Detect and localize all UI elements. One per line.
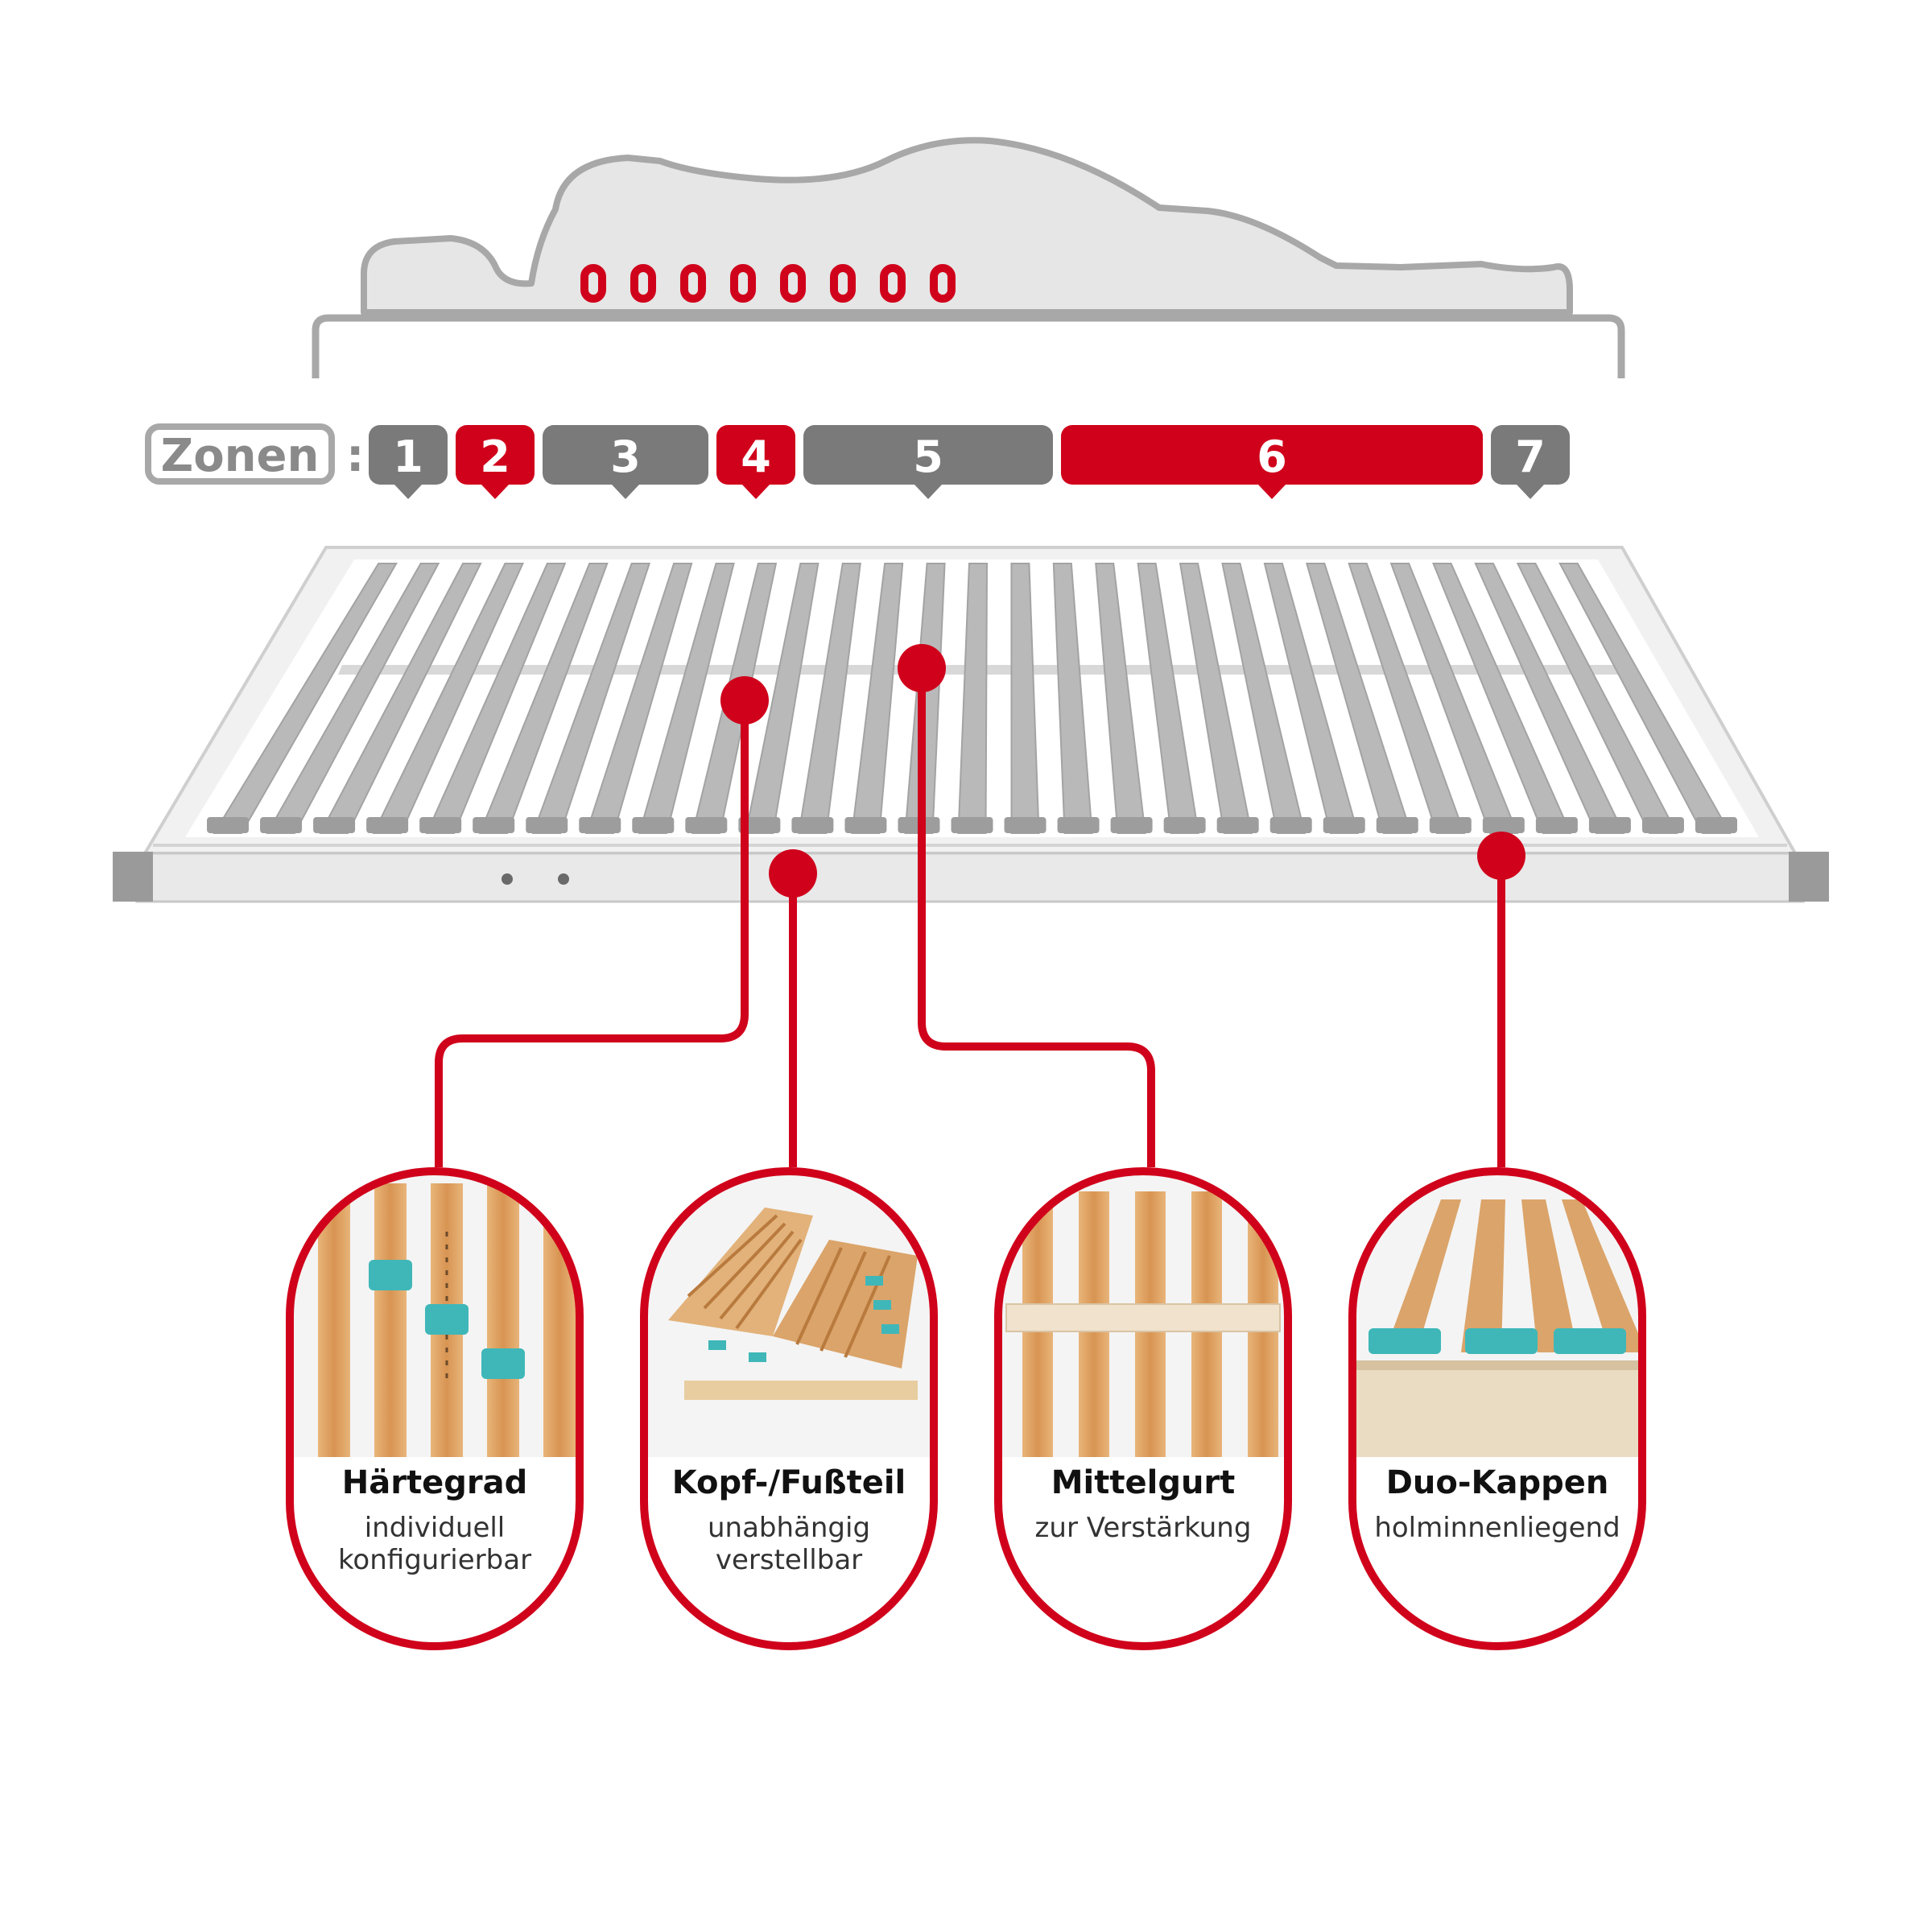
slat-cap — [366, 817, 409, 833]
feature-title: Härtegrad — [341, 1464, 528, 1501]
svg-text:3: 3 — [610, 431, 641, 482]
zone-6: 6 — [1061, 425, 1483, 499]
slat-cap — [1482, 817, 1525, 833]
mattress-outline — [312, 314, 1625, 378]
feature-title: Duo-Kappen — [1385, 1464, 1609, 1501]
zones-legend: Zonen : 1 2 3 4 5 6 — [145, 423, 1570, 499]
feature-title: Mittelgurt — [1051, 1464, 1236, 1501]
slat-cap — [791, 817, 834, 833]
slat-cap — [313, 817, 356, 833]
slat-cap — [1429, 817, 1472, 833]
slat-cap — [1057, 817, 1100, 833]
slat-cap — [1641, 817, 1684, 833]
svg-text:5: 5 — [913, 431, 943, 482]
zonen-label: Zonen — [161, 430, 320, 482]
slat-cap — [526, 817, 568, 833]
slat-cap — [1535, 817, 1578, 833]
zone-3: 3 — [543, 425, 708, 499]
slat-cap — [1110, 817, 1153, 833]
zone-4: 4 — [716, 425, 795, 499]
feature-text-duo-kappen: Duo-Kappen holminnenliegend — [1360, 1463, 1634, 1544]
zonen-separator: : — [346, 430, 364, 482]
slat-cap — [632, 817, 675, 833]
zone-5: 5 — [803, 425, 1053, 499]
feature-text-mittelgurt: Mittelgurt zur Verstärkung — [1006, 1463, 1280, 1544]
svg-text:1: 1 — [393, 431, 423, 482]
pressure-points — [580, 264, 956, 303]
slat-cap — [260, 817, 303, 833]
callout-dots — [720, 644, 1525, 898]
slat-cap — [844, 817, 887, 833]
svg-text:6: 6 — [1257, 431, 1287, 482]
feature-mittelgurt — [994, 1167, 1292, 1650]
slat-cap — [473, 817, 515, 833]
slat-cap — [579, 817, 621, 833]
slat-cap — [1216, 817, 1259, 833]
slats — [207, 563, 1737, 834]
slat-cap — [1004, 817, 1046, 833]
slat-cap — [738, 817, 781, 833]
slat-cap — [685, 817, 728, 833]
feature-duo-kappen — [1348, 1167, 1646, 1650]
body-silhouette — [361, 137, 1573, 316]
zone-1: 1 — [369, 425, 448, 499]
feature-subtitle: holminnenliegend — [1374, 1512, 1620, 1544]
feature-subtitle: zur Verstärkung — [1034, 1512, 1252, 1544]
slat-cap — [1695, 817, 1737, 833]
callout-lines — [435, 668, 1505, 1167]
slat-cap — [1323, 817, 1365, 833]
svg-text:2: 2 — [480, 431, 510, 482]
zone-2: 2 — [456, 425, 535, 499]
svg-text:7: 7 — [1515, 431, 1546, 482]
slat-cap — [1588, 817, 1631, 833]
slat-cap — [1163, 817, 1206, 833]
slatted-frame — [113, 546, 1829, 903]
feature-haertegrad — [286, 1167, 584, 1650]
slat-cap — [1376, 817, 1418, 833]
slat-cap — [207, 817, 250, 833]
zonen-label-box — [145, 423, 335, 485]
slat-cap — [419, 817, 462, 833]
feature-kopf-fussteil — [640, 1167, 938, 1650]
feature-title: Kopf-/Fußteil — [671, 1464, 906, 1501]
svg-text:4: 4 — [741, 431, 771, 482]
slat-cap — [951, 817, 993, 833]
zone-7: 7 — [1491, 425, 1570, 499]
slat-cap — [1269, 817, 1312, 833]
center-strap-photo — [994, 1167, 1292, 1457]
